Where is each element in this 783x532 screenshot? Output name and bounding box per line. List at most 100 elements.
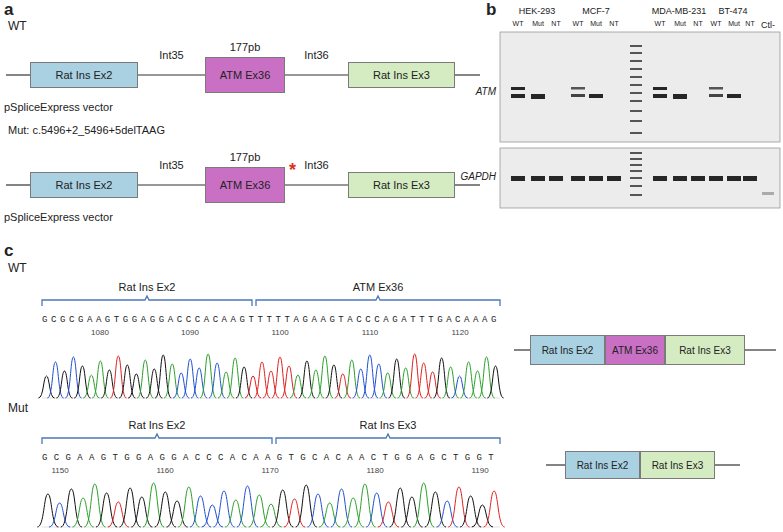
trace-peak [214, 491, 235, 527]
trace-peak [96, 493, 117, 527]
trace-peak [209, 363, 225, 398]
figure-label: 1100 [271, 328, 288, 337]
trace-peak [155, 355, 171, 398]
sequence-text: GCGCGAAGTGGAGGACCCACAAGTTTTTAGAAGTACCCAG… [42, 315, 500, 325]
intron-line [285, 184, 348, 185]
trace-peak [237, 486, 258, 527]
exon-box: Rat Ins Ex3 [348, 172, 455, 198]
trace-peak [164, 364, 180, 398]
figure-label: Mut [590, 20, 602, 28]
exon-box: Rat Ins Ex2 [530, 335, 605, 365]
trace-peak [137, 360, 153, 398]
figure-label: WT [711, 20, 722, 28]
vector-line [6, 74, 30, 75]
trace-peak [119, 365, 135, 398]
trace-peak [84, 484, 105, 527]
vector-line [6, 184, 30, 185]
trace-peak [178, 487, 199, 527]
exon-name: Rat Ins Ex3 [679, 345, 731, 356]
gel-image [500, 148, 780, 208]
figure-label: 1180 [366, 466, 383, 475]
trace-peak [110, 356, 126, 398]
intron-line [138, 184, 205, 185]
gel-bands [511, 45, 774, 196]
exon-name: Rat Ins Ex3 [373, 179, 430, 191]
figure-label: 1160 [156, 466, 173, 475]
trace-peak [61, 489, 82, 527]
trace-peak [47, 362, 63, 398]
exon-name: Rat Ins Ex2 [56, 69, 113, 81]
trace-peak [366, 493, 387, 527]
gel-image [500, 32, 780, 142]
figure-label: Mut [532, 20, 544, 28]
transcript-line [514, 349, 530, 350]
exon-name: Rat Ins Ex3 [373, 69, 430, 81]
exon-box: Rat Ins Ex3 [640, 451, 715, 479]
figure-label: ATM Ex36 [353, 281, 404, 294]
figure-label: 1110 [362, 328, 379, 337]
trace-peak [272, 357, 288, 398]
trace-peak [425, 492, 446, 527]
figure-label: NT [693, 20, 702, 28]
trace-peak [281, 366, 297, 398]
exon-box: Rat Ins Ex2 [30, 172, 138, 198]
exon-name: Rat Ins Ex2 [56, 179, 113, 191]
trace-peak [487, 366, 503, 398]
transcript-line [546, 464, 565, 465]
exon-name: Rat Ins Ex2 [577, 460, 629, 471]
exon-box: Rat Ins Ex3 [665, 335, 745, 365]
trace-peak [354, 484, 375, 527]
intron-label: Int35 [157, 49, 185, 62]
size-label: 177pb [230, 151, 261, 163]
trace-peak [344, 360, 360, 398]
trace-peak [331, 489, 352, 527]
vector-line [455, 74, 480, 75]
figure-label: Mut [8, 402, 28, 416]
baseline [42, 527, 500, 528]
trace-peak [65, 357, 81, 398]
trace-peak [74, 366, 90, 398]
trace-peak [326, 365, 342, 398]
exon-box: 177pbATM Ex36 [205, 57, 285, 93]
figure-label: 1120 [451, 328, 468, 337]
exon-name: ATM Ex36 [220, 69, 271, 81]
trace-peak [478, 357, 494, 398]
figure-label: WT [513, 20, 524, 28]
trace-peak [401, 497, 422, 527]
figure-label: WT [573, 20, 584, 28]
trace-peak [416, 363, 432, 398]
exon-box: Rat Ins Ex3 [348, 62, 455, 88]
figure-label: pSpliceExpress vector [4, 211, 113, 224]
figure-label: Mut [674, 20, 686, 28]
figure-label: 1190 [471, 466, 488, 475]
panel-letter: * [289, 160, 296, 181]
figure-label: pSpliceExpress vector [4, 101, 113, 114]
intron-line [138, 74, 205, 75]
trace-peak [254, 362, 270, 398]
size-label: 177pb [230, 41, 261, 53]
figure-label: 1090 [181, 328, 199, 337]
figure-label: MDA-MB-231 [652, 6, 707, 16]
figure-label: HEK-293 [519, 6, 556, 16]
figure-label: WT [8, 262, 27, 276]
figure-label: GAPDH [460, 171, 496, 183]
exon-box: Rat Ins Ex2 [565, 451, 640, 479]
exon-box: Rat Ins Ex2 [30, 62, 138, 88]
trace-peak [461, 362, 477, 398]
transcript-line [715, 464, 740, 465]
trace-peak [434, 358, 450, 398]
trace-peak [200, 354, 216, 398]
figure-label: 1170 [261, 466, 278, 475]
intron-line [285, 74, 348, 75]
trace-peak [92, 361, 108, 398]
transcript-line [745, 349, 776, 350]
trace-peak [120, 488, 141, 527]
trace-peak [371, 364, 387, 398]
trace-peak [448, 487, 469, 527]
figure-label: WT [8, 20, 27, 34]
sequence-text: GCGAAGTGGAGGACCCACAAGTGCACAACTGGAGCTGGT [42, 453, 500, 463]
trace-peak [227, 358, 243, 398]
trace-peak [390, 488, 411, 527]
trace-peak [389, 359, 405, 398]
